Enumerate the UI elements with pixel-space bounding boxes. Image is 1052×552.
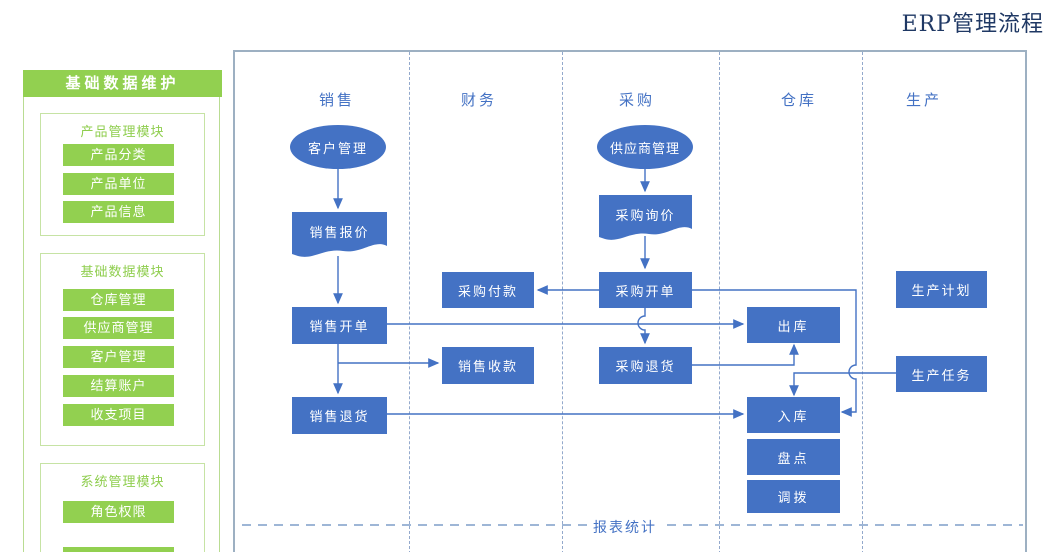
module-title: 基础数据模块	[80, 264, 165, 279]
lane-header-production: 生产	[906, 92, 943, 109]
sidebar-button-role-permissions[interactable]: 角色权限	[63, 501, 174, 523]
sidebar-button-product-unit[interactable]: 产品单位	[63, 173, 174, 195]
edge-productiontask-to-inbound	[789, 372, 896, 397]
lane-header-finance: 财务	[461, 92, 498, 109]
node-label: 销售收款	[457, 359, 518, 374]
node-label: 采购付款	[457, 283, 518, 299]
sidebar-button-income-expense-items[interactable]: 收支项目	[63, 404, 174, 426]
sidebar-module-system-management: 系统管理模块 角色权限	[40, 463, 205, 552]
node-sales-return: 销售退货	[292, 397, 387, 434]
node-purchase-order: 采购开单	[599, 272, 692, 308]
node-label: 生产任务	[911, 367, 972, 383]
lane-divider	[719, 52, 720, 552]
lane-header-sales: 销售	[319, 92, 356, 109]
node-sales-receipt: 销售收款	[442, 347, 534, 384]
page-title: ERP管理流程	[901, 12, 1044, 37]
node-inbound: 入库	[747, 397, 840, 433]
node-sales-order: 销售开单	[292, 307, 387, 344]
node-label: 出库	[777, 318, 810, 334]
node-label: 销售退货	[309, 409, 370, 424]
node-sales-quote: 销售报价	[292, 212, 387, 258]
node-production-task: 生产任务	[896, 356, 987, 392]
node-label: 销售报价	[309, 224, 370, 240]
edge-purchaseorder-to-purchasereturn	[637, 308, 650, 345]
node-supplier-management: 供应商管理	[597, 125, 693, 169]
sidebar-button-partial[interactable]	[63, 547, 174, 552]
sidebar-button-warehouse-management[interactable]: 仓库管理	[63, 289, 174, 311]
node-purchase-return: 采购退货	[599, 347, 692, 384]
sidebar-module-product-management: 产品管理模块 产品分类 产品单位 产品信息	[40, 113, 205, 236]
sidebar-banner: 基础数据维护	[23, 70, 222, 97]
node-purchase-payment: 采购付款	[442, 272, 534, 308]
node-label: 销售开单	[309, 319, 370, 334]
lane-header-warehouse: 仓库	[781, 92, 818, 109]
document-shape	[599, 195, 692, 240]
node-label: 客户管理	[307, 140, 368, 156]
lane-divider	[862, 52, 863, 552]
lane-divider	[562, 52, 563, 552]
sidebar-button-customer-management[interactable]: 客户管理	[63, 346, 174, 368]
sidebar-button-supplier-management[interactable]: 供应商管理	[63, 317, 174, 339]
sidebar-basic-data-maintenance: 基础数据维护 产品管理模块 产品分类 产品单位 产品信息 基础数据模块 仓库管理…	[23, 70, 222, 552]
node-label: 调拨	[777, 490, 810, 505]
node-label: 生产计划	[911, 283, 972, 298]
edge-purchasereturn-to-outbound	[692, 343, 799, 366]
sidebar-button-settlement-account[interactable]: 结算账户	[63, 375, 174, 397]
flowchart-container: 销售 财务 采购 仓库 生产	[233, 50, 1027, 552]
node-label: 盘点	[777, 450, 810, 466]
node-label: 采购退货	[615, 359, 676, 374]
lane-header-purchasing: 采购	[619, 92, 656, 109]
node-label: 采购开单	[615, 283, 676, 299]
node-customer-management: 客户管理	[290, 125, 386, 169]
node-purchase-inquiry: 采购询价	[599, 195, 692, 241]
report-statistics-label: 报表统计	[593, 519, 657, 535]
sidebar-module-basic-data: 基础数据模块 仓库管理 供应商管理 客户管理 结算账户 收支项目	[40, 253, 205, 446]
sidebar-button-product-info[interactable]: 产品信息	[63, 201, 174, 223]
node-label: 供应商管理	[609, 140, 680, 156]
node-stocktake: 盘点	[747, 439, 840, 475]
module-title: 产品管理模块	[80, 124, 165, 139]
module-title: 系统管理模块	[80, 474, 165, 489]
node-production-plan: 生产计划	[896, 271, 987, 308]
node-transfer: 调拨	[747, 480, 840, 513]
node-outbound: 出库	[747, 307, 840, 343]
node-label: 入库	[777, 408, 810, 424]
document-shape	[292, 212, 387, 257]
node-label: 采购询价	[615, 207, 676, 223]
sidebar-button-product-category[interactable]: 产品分类	[63, 144, 174, 166]
lane-divider	[409, 52, 410, 552]
